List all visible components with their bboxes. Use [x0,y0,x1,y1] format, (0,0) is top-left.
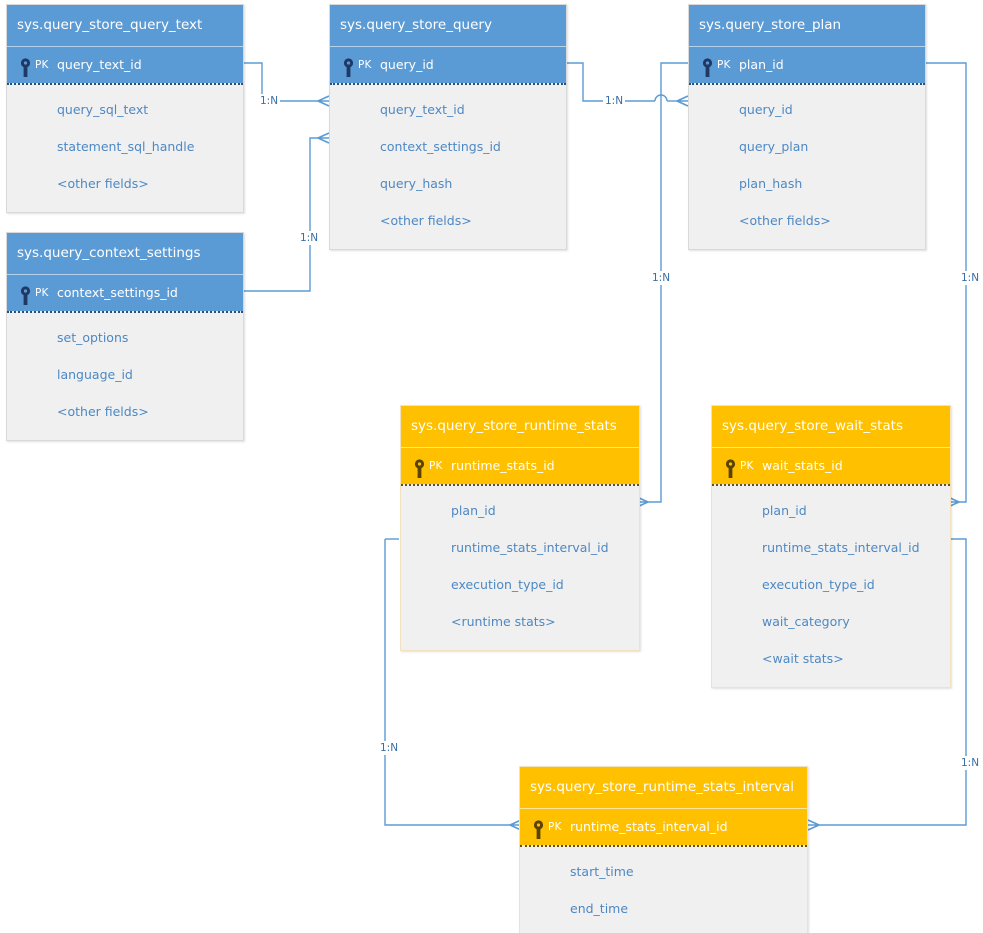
pk-badge: PK [740,460,754,472]
pk-badge: PK [429,460,443,472]
field-row[interactable]: start_time [570,864,634,879]
pk-badge: PK [548,821,562,833]
entity-title: sys.query_store_runtime_stats [401,406,639,447]
key-icon [19,283,32,305]
pk-field-name: runtime_stats_id [451,458,555,473]
cardinality-label: 1:N [959,756,982,770]
connector-query-text-to-query [244,62,330,107]
entity-title: sys.query_store_plan [689,5,925,46]
cardinality-label: 1:N [650,271,673,285]
cardinality-label: 1:N [298,231,321,245]
entity-title: sys.query_store_query [330,5,566,46]
pk-badge: PK [35,287,49,299]
field-row[interactable]: plan_id [762,503,807,518]
key-icon [413,456,426,478]
primary-key-row[interactable]: PK runtime_stats_interval_id [520,808,807,845]
entity-title: sys.query_context_settings [7,233,243,274]
field-row[interactable]: execution_type_id [762,577,875,592]
primary-key-row[interactable]: PK plan_id [689,46,925,83]
connector-context-settings-to-query [244,132,330,292]
field-row[interactable]: plan_hash [739,176,803,191]
key-icon [701,55,714,77]
pk-badge: PK [717,59,731,71]
field-row[interactable]: <other fields> [380,213,472,228]
cardinality-label: 1:N [258,94,281,108]
field-list: start_time end_time [520,845,807,933]
primary-key-row[interactable]: PK query_id [330,46,566,83]
field-row[interactable]: execution_type_id [451,577,564,592]
primary-key-row[interactable]: PK runtime_stats_id [401,447,639,484]
field-row[interactable]: query_plan [739,139,809,154]
connector-query-to-plan [567,62,689,107]
field-row[interactable]: language_id [57,367,133,382]
pk-badge: PK [35,59,49,71]
key-icon [342,55,355,77]
primary-key-row[interactable]: PK wait_stats_id [712,447,950,484]
field-list: plan_id runtime_stats_interval_id executio… [712,484,950,687]
field-row[interactable]: query_sql_text [57,102,149,117]
pk-field-name: query_id [380,57,434,72]
field-list: query_sql_text statement_sql_handle <other… [7,83,243,212]
field-row[interactable]: query_hash [380,176,453,191]
field-list: plan_id runtime_stats_interval_id executio… [401,484,639,650]
pk-field-name: query_text_id [57,57,142,72]
field-list: query_text_id context_settings_id query_ha… [330,83,566,249]
field-row[interactable]: <other fields> [739,213,831,228]
key-icon [724,456,737,478]
field-row[interactable]: end_time [570,901,629,916]
field-row[interactable]: query_text_id [380,102,465,117]
field-row[interactable]: <wait stats> [762,651,844,666]
field-row[interactable]: plan_id [451,503,496,518]
field-row[interactable]: set_options [57,330,129,345]
pk-field-name: context_settings_id [57,285,178,300]
entity-title: sys.query_store_runtime_stats_interval [520,767,807,808]
field-row[interactable]: statement_sql_handle [57,139,195,154]
cardinality-label: 1:N [378,741,401,755]
field-row[interactable]: runtime_stats_interval_id [762,540,920,555]
cardinality-label: 1:N [959,271,982,285]
field-row[interactable]: query_id [739,102,793,117]
cardinality-label: 1:N [603,94,626,108]
field-row[interactable]: <runtime stats> [451,614,556,629]
pk-badge: PK [358,59,372,71]
field-row[interactable]: context_settings_id [380,139,501,154]
connector-plan-to-runtime-stats [636,62,688,508]
pk-field-name: runtime_stats_interval_id [570,819,728,834]
pk-field-name: wait_stats_id [762,458,843,473]
field-row[interactable]: runtime_stats_interval_id [451,540,609,555]
field-row[interactable]: <other fields> [57,176,149,191]
entity-title: sys.query_store_query_text [7,5,243,46]
field-list: query_id query_plan plan_hash <other fields… [689,83,925,249]
primary-key-row[interactable]: PK context_settings_id [7,274,243,311]
pk-field-name: plan_id [739,57,784,72]
key-icon [532,817,545,839]
field-row[interactable]: <other fields> [57,404,149,419]
field-row[interactable]: wait_category [762,614,850,629]
field-list: set_options language_id <other fields> [7,311,243,440]
key-icon [19,55,32,77]
entity-title: sys.query_store_wait_stats [712,406,950,447]
primary-key-row[interactable]: PK query_text_id [7,46,243,83]
